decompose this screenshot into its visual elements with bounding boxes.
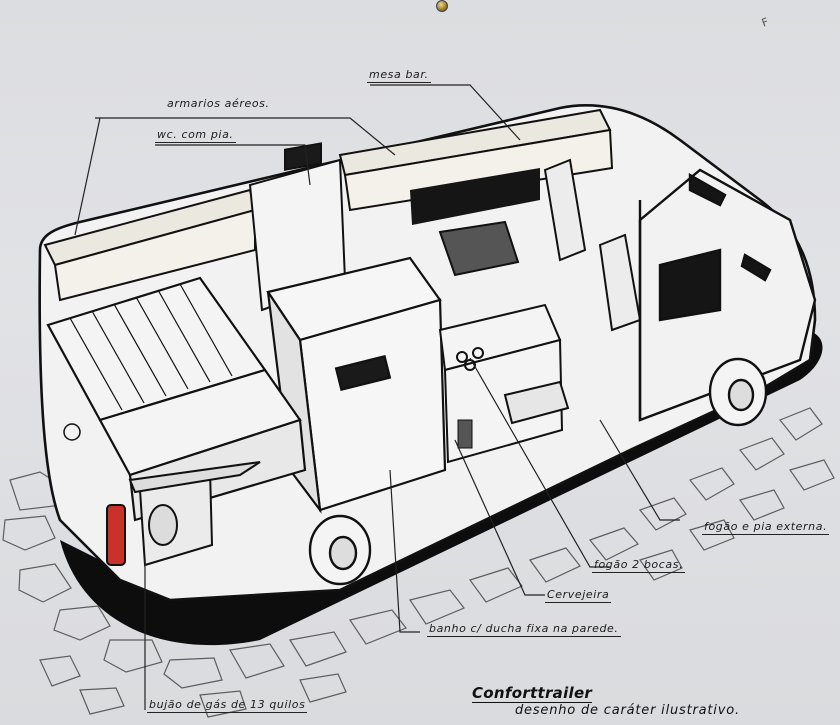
kitchen-unit: [438, 303, 570, 464]
label-fogao-2-bocas: fogão 2 bocas.: [592, 558, 686, 573]
bar-table: [438, 220, 520, 277]
label-fogao-pia-externa: fogão e pia externa.: [702, 520, 830, 535]
side-window: [410, 168, 540, 225]
drawing-subtitle: desenho de caráter ilustrativo.: [515, 703, 740, 718]
label-armarios-aereos: armarios aéreos.: [167, 97, 270, 110]
leader-lines: [74, 84, 680, 710]
rear-wheel: [308, 514, 372, 586]
cobblestone-ground: [2, 407, 835, 718]
rear-emblem: [63, 423, 81, 441]
wc-compartment: [248, 142, 347, 312]
front-wheel: [708, 357, 768, 427]
tail-light: [106, 504, 126, 566]
label-banho-ducha: banho c/ ducha fixa na parede.: [427, 622, 621, 637]
label-mesa-bar: mesa bar.: [367, 68, 431, 83]
label-bujao-gas: bujão de gás de 13 quilos: [147, 698, 308, 713]
rear-gas-compartment: [128, 461, 261, 567]
van-cab: [638, 168, 817, 422]
label-wc-com-pia: wc. com pia.: [155, 128, 236, 143]
shower-box: [266, 256, 447, 514]
brand-title: Conforttrailer: [472, 684, 593, 703]
label-cervejeira: Cervejeira: [545, 588, 612, 603]
thumbtack-pin: [436, 0, 448, 12]
